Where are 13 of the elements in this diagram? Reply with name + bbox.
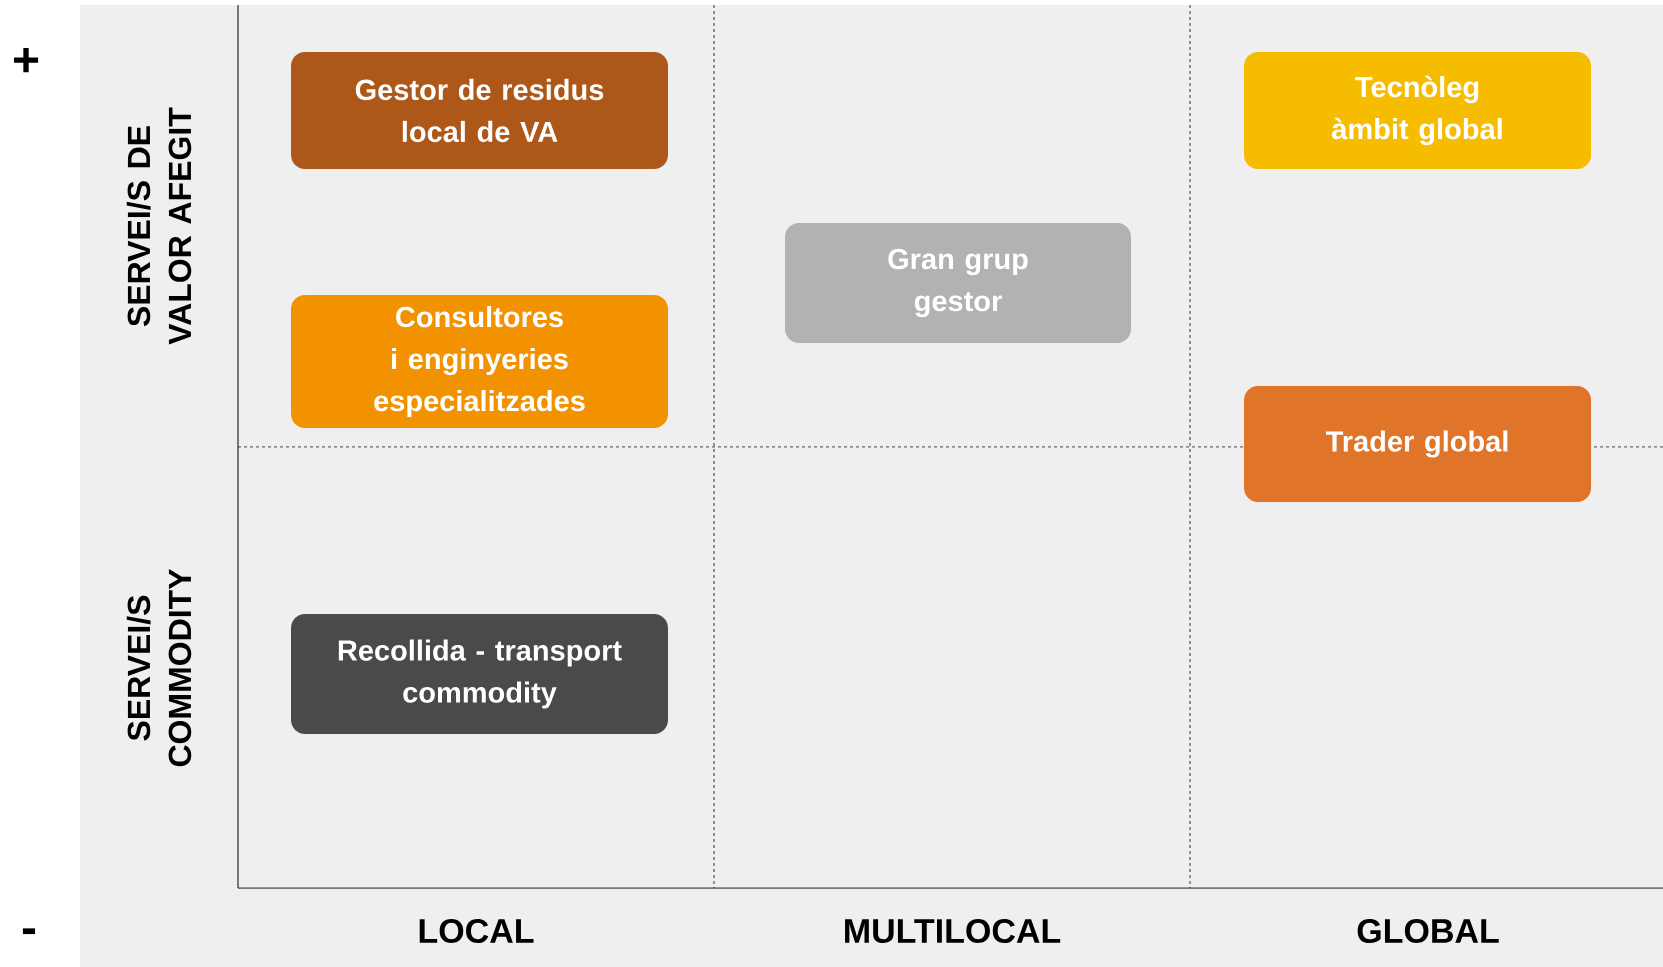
axis-label: MULTILOCAL (845, 918, 1061, 944)
category-box: Recollida - transport commodity (291, 614, 668, 734)
category-box: Gestor de residus local de VA (291, 52, 668, 169)
category-box: Trader global (1244, 386, 1591, 502)
axis-label: GLOBAL (1357, 918, 1499, 944)
axis-label: SERVEI/S COMMODITY (126, 568, 192, 767)
category-box: Gran grup gestor (785, 223, 1131, 343)
axis-label: LOCAL (419, 918, 534, 944)
axis-label: - (22, 928, 36, 935)
category-box: Consultores i enginyeries especialitzades (291, 295, 668, 428)
axis-label: SERVEI/S DE VALOR AFEGIT (126, 107, 192, 345)
axis-label: + (14, 47, 39, 73)
category-box: Tecnòleg àmbit global (1244, 52, 1591, 169)
